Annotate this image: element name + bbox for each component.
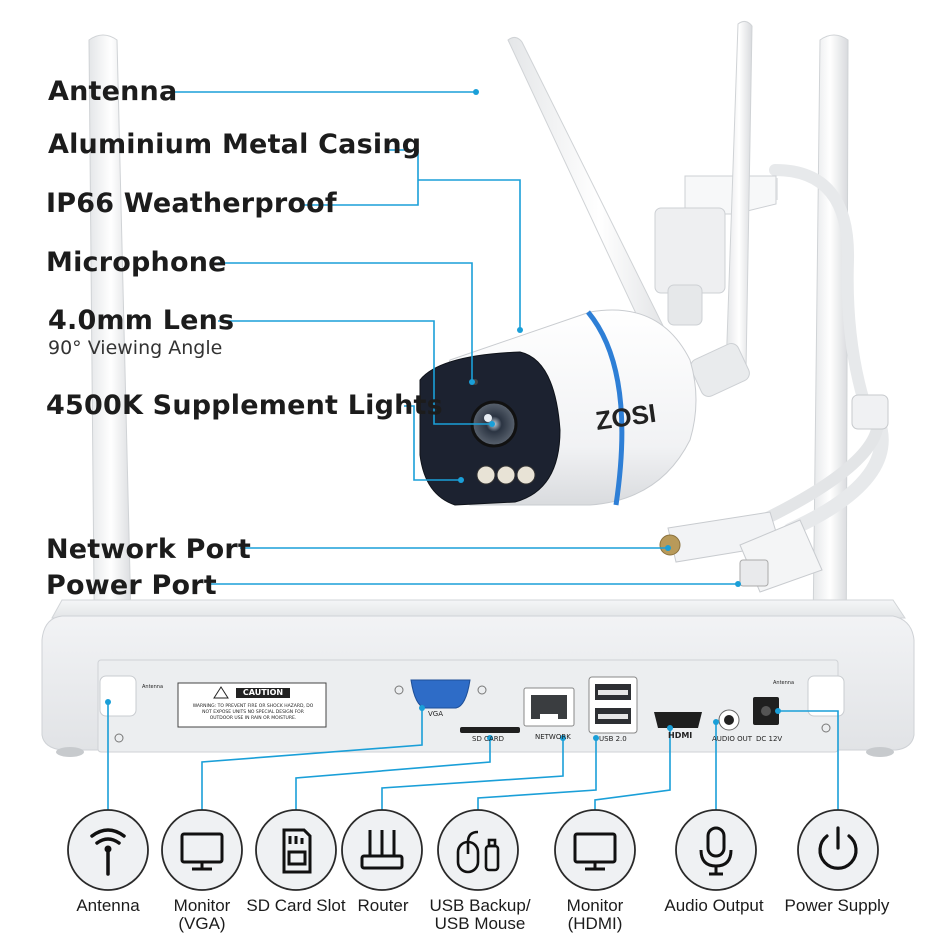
hdmi-port-label: HDMI <box>668 731 693 740</box>
icon-label-sd-card: SD Card Slot <box>246 896 346 915</box>
antenna-tag-left: Antenna <box>142 684 164 690</box>
monitor-icon <box>161 809 243 891</box>
label-viewing-angle: 90° Viewing Angle <box>48 337 223 359</box>
label-antenna: Antenna <box>48 76 178 107</box>
label-power-port: Power Port <box>46 570 217 601</box>
icon-label-router: Router <box>357 896 409 915</box>
port-icon-row <box>67 809 879 891</box>
antenna-icon <box>67 809 149 891</box>
usb-port-label: USB 2.0 <box>599 735 627 743</box>
label-network-port: Network Port <box>46 534 251 565</box>
callout-lines <box>107 91 839 822</box>
label-microphone: Microphone <box>46 247 227 278</box>
antenna-tag-right: Antenna <box>773 680 795 686</box>
callout-dots <box>105 89 781 741</box>
icon-label-monitor-vga: Monitor(VGA) <box>173 896 231 933</box>
label-weatherproof: IP66 Weatherproof <box>46 188 337 219</box>
caution-title: CAUTION <box>242 688 284 697</box>
nvr-recorder <box>41 599 915 757</box>
icon-label-audio: Audio Output <box>664 896 764 915</box>
icon-label-monitor-hdmi: Monitor(HDMI) <box>566 896 624 933</box>
icon-label-usb: USB Backup/USB Mouse <box>429 896 531 933</box>
monitor-icon <box>554 809 636 891</box>
label-metal-casing: Aluminium Metal Casing <box>48 129 422 160</box>
sd-card-icon <box>255 809 337 891</box>
microphone-icon <box>675 809 757 891</box>
audio-out-label: AUDIO OUT <box>712 735 753 743</box>
sd-card-label: SD CARD <box>472 735 504 743</box>
icon-label-antenna: Antenna <box>76 896 140 915</box>
label-lens: 4.0mm Lens <box>48 305 235 336</box>
label-supplement-lights: 4500K Supplement Lights <box>46 390 443 421</box>
network-port-label: NETWORK <box>535 733 571 741</box>
mouse-usb-icon <box>437 809 519 891</box>
dc-power-label: DC 12V <box>756 735 783 743</box>
power-icon <box>797 809 879 891</box>
router-icon <box>341 809 423 891</box>
bullet-camera: ZOSI <box>419 20 889 593</box>
icon-label-power: Power Supply <box>784 896 890 915</box>
caution-text: WARNING: TO PREVENT FIRE OR SHOCK HAZARD… <box>192 704 314 721</box>
vga-port-label: VGA <box>428 710 444 718</box>
